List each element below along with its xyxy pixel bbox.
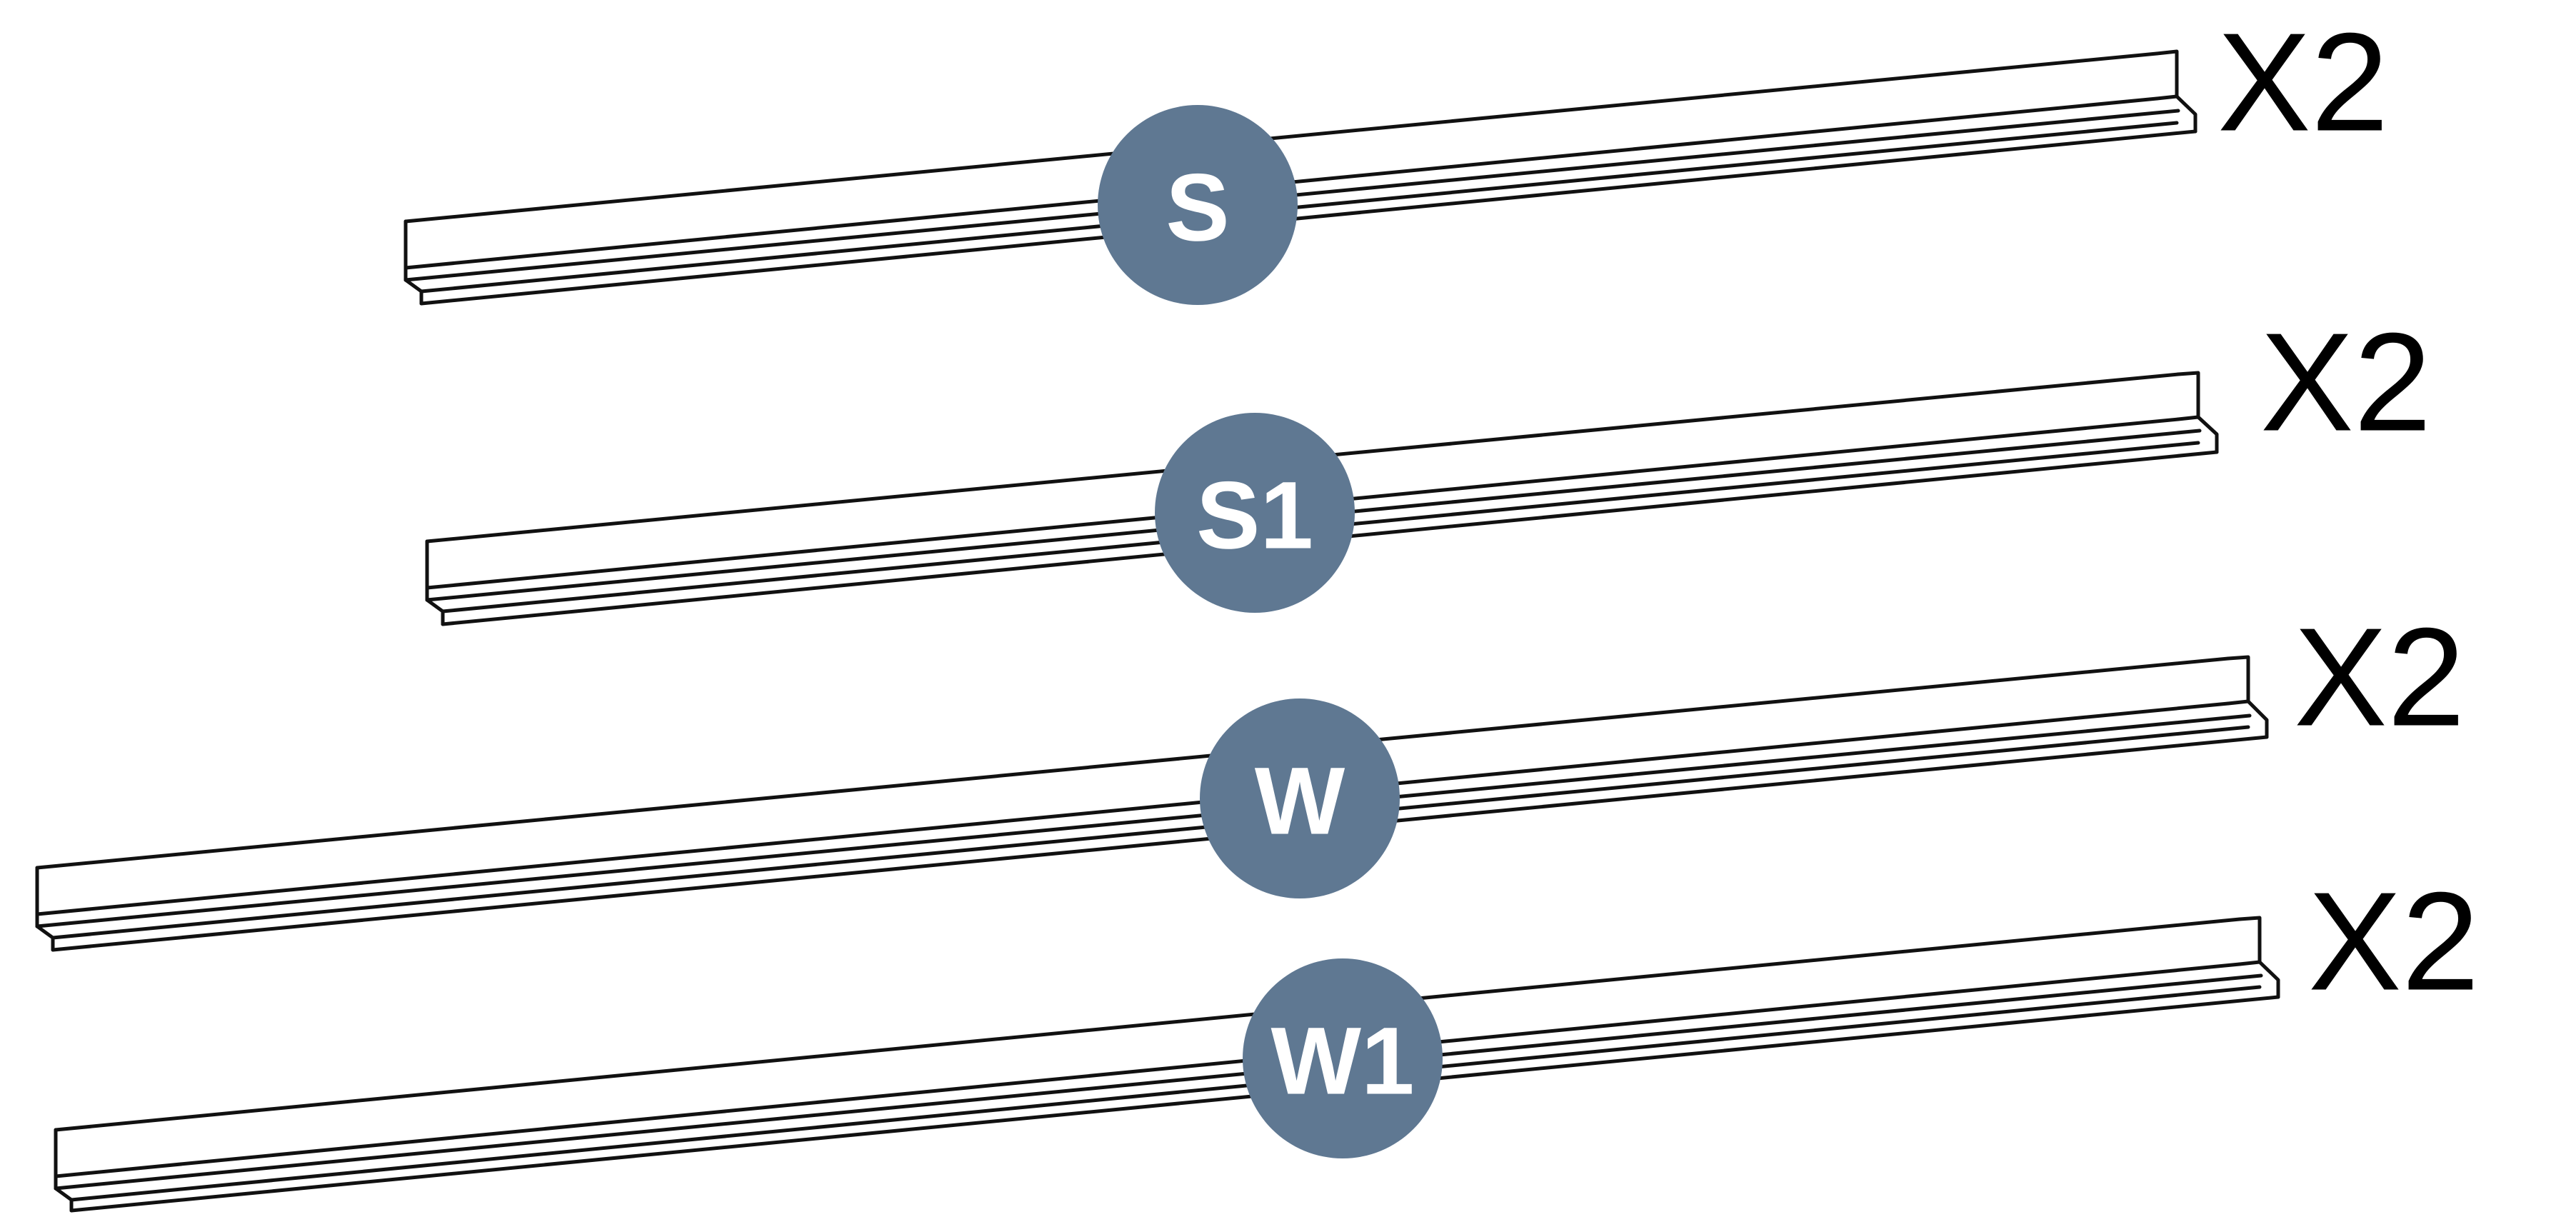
badge-w-circle <box>1200 698 1400 898</box>
badge-s1-label: S1 <box>1196 463 1313 569</box>
rail-w1 <box>54 916 2280 1213</box>
quantity-w1: X2 <box>2308 863 2480 1020</box>
rail-s <box>404 49 2197 306</box>
badge-s1: S1 <box>1155 413 1355 613</box>
badge-w-label: W <box>1255 748 1345 855</box>
badge-s: S <box>1098 105 1298 305</box>
badge-w1: W1 <box>1243 958 1443 1158</box>
part-s: S X2 <box>404 4 2389 306</box>
part-w1: W1 X2 <box>54 863 2480 1213</box>
badge-w1-label: W1 <box>1271 1008 1415 1115</box>
quantity-s: X2 <box>2217 4 2389 161</box>
quantity-s1: X2 <box>2260 304 2432 461</box>
badge-w1-circle <box>1243 958 1443 1158</box>
quantity-w: X2 <box>2294 599 2465 756</box>
badge-w: W <box>1200 698 1400 898</box>
part-s1: S1 X2 <box>425 304 2432 626</box>
part-w: W X2 <box>35 599 2465 952</box>
badge-s-circle <box>1098 105 1298 305</box>
badge-s1-circle <box>1155 413 1355 613</box>
badge-s-label: S <box>1166 155 1229 261</box>
rail-w <box>35 655 2269 952</box>
